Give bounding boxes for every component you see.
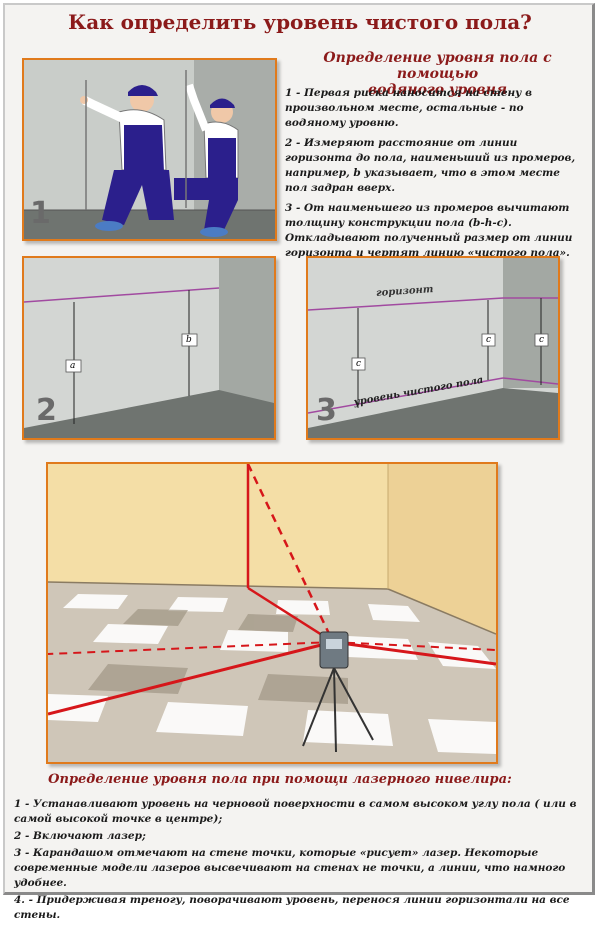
- illustration-laser-level: [46, 462, 498, 764]
- laser-step-2: 2 - Включают лазер;: [14, 830, 146, 842]
- label-c: c: [539, 335, 545, 345]
- water-step-1: 1 - Первая риска наносится на стену в пр…: [285, 87, 533, 129]
- label-b: b: [186, 335, 192, 345]
- illustration-measure-ab: a b 2: [22, 256, 276, 440]
- label-a: a: [70, 361, 76, 371]
- panel-number: 3: [316, 393, 337, 428]
- laser-step-4: 4. - Придерживая треногу, поворачивают у…: [14, 894, 570, 921]
- page-title: Как определить уровень чистого пола?: [68, 10, 532, 34]
- illustration-clean-floor-level: горизонт уровень чистого пола c c c 3: [306, 256, 560, 440]
- panel-number: 2: [36, 393, 57, 428]
- laser-step-1: 1 - Устанавливают уровень на черновой по…: [14, 798, 577, 825]
- water-level-title: Определение уровня пола с помощью водяно…: [323, 50, 552, 98]
- illustration-workers: 1: [22, 58, 277, 241]
- laser-step-3: 3 - Карандашом отмечают на стене точки, …: [14, 847, 566, 889]
- label-c: c: [486, 335, 492, 345]
- water-level-steps: 1 - Первая риска наносится на стену в пр…: [285, 86, 585, 266]
- water-step-2: 2 - Измеряют расстояние от линии горизон…: [285, 137, 576, 194]
- panel-number: 1: [30, 196, 51, 231]
- water-step-3: 3 - От наименьшего из промеров вычитают …: [285, 202, 573, 259]
- label-c: c: [356, 359, 362, 369]
- laser-title: Определение уровня пола при помощи лазер…: [48, 772, 512, 787]
- laser-steps: 1 - Устанавливают уровень на черновой по…: [14, 797, 589, 925]
